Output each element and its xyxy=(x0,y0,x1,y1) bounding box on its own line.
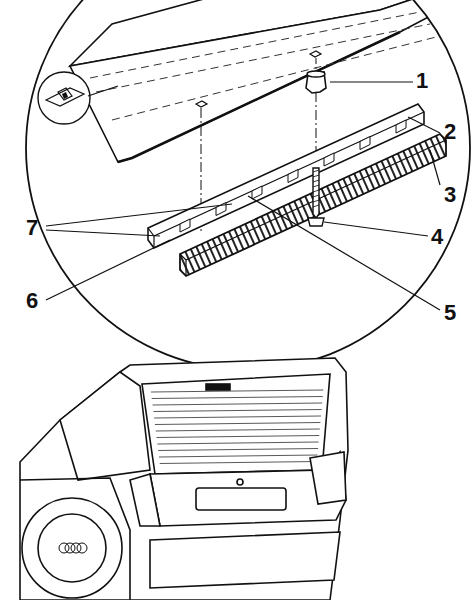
line-art xyxy=(153,403,323,405)
clip-detail xyxy=(46,88,84,106)
line-art xyxy=(46,240,170,300)
line-art xyxy=(158,449,318,451)
body-line xyxy=(20,478,130,600)
screw-head xyxy=(308,218,324,226)
center-line xyxy=(316,58,317,72)
wheel xyxy=(22,498,122,598)
tailgate xyxy=(150,452,346,526)
line-art xyxy=(71,543,81,553)
detail-inset xyxy=(38,72,90,124)
line-art xyxy=(59,543,87,553)
line-art xyxy=(330,81,413,82)
line-art xyxy=(313,195,319,197)
line-art xyxy=(248,196,440,310)
bumper xyxy=(150,532,340,588)
callout-number: 6 xyxy=(26,290,38,312)
line-art xyxy=(159,455,318,457)
mounting-hole xyxy=(196,51,321,107)
line-art xyxy=(180,219,190,232)
line-art xyxy=(360,137,370,150)
line-art xyxy=(160,462,317,464)
line-art xyxy=(65,543,75,553)
line-art xyxy=(313,205,319,207)
screw-thread xyxy=(313,170,319,207)
line-art xyxy=(59,543,69,553)
magnified-view xyxy=(0,0,473,380)
detail-pointer xyxy=(88,86,118,96)
brake-light xyxy=(206,384,230,390)
car-rear-view xyxy=(20,358,348,600)
line-art xyxy=(77,543,87,553)
callout-number: 4 xyxy=(431,226,443,248)
callout-number: 7 xyxy=(26,217,38,239)
spoiler-lip xyxy=(70,0,470,162)
callout-number: 5 xyxy=(444,302,456,324)
leader-lines xyxy=(46,82,440,392)
line-art xyxy=(252,186,262,199)
hidden-line xyxy=(90,12,440,120)
wheel-rim xyxy=(38,514,106,582)
line-art xyxy=(408,117,440,133)
callout-number: 1 xyxy=(416,70,428,92)
tail-light xyxy=(130,474,160,526)
grommet xyxy=(306,72,326,93)
screw-shank xyxy=(313,168,319,218)
side-window xyxy=(60,372,150,480)
line-art xyxy=(396,120,406,133)
callout-number: 2 xyxy=(444,121,456,143)
line-art xyxy=(46,230,160,236)
line-art xyxy=(288,170,298,183)
line-art xyxy=(430,150,440,185)
defroster-lines xyxy=(151,390,323,464)
clip-detail xyxy=(62,92,68,99)
line-art xyxy=(313,185,319,187)
line-art xyxy=(154,416,321,418)
badge xyxy=(237,479,243,485)
line-art xyxy=(157,442,318,444)
line-art xyxy=(151,390,323,392)
line-art xyxy=(153,410,321,412)
line-art xyxy=(156,429,320,431)
car-body xyxy=(20,358,348,600)
grommet-top xyxy=(307,71,325,77)
line-art xyxy=(157,436,320,438)
line-art xyxy=(313,180,319,182)
tail-light xyxy=(310,452,346,504)
line-art xyxy=(313,190,319,192)
lens-edge xyxy=(180,140,446,276)
center-line xyxy=(316,92,317,160)
line-art xyxy=(313,170,319,172)
line-art xyxy=(155,423,320,425)
line-art xyxy=(313,200,319,202)
line-art xyxy=(46,204,232,226)
license-plate xyxy=(196,488,286,510)
line-art xyxy=(152,397,323,399)
line-art xyxy=(324,222,428,236)
line-art xyxy=(324,153,334,166)
line-art xyxy=(313,175,319,177)
rear-window xyxy=(142,374,330,474)
callout-number: 3 xyxy=(444,184,456,206)
magnifier-circle xyxy=(26,0,470,370)
